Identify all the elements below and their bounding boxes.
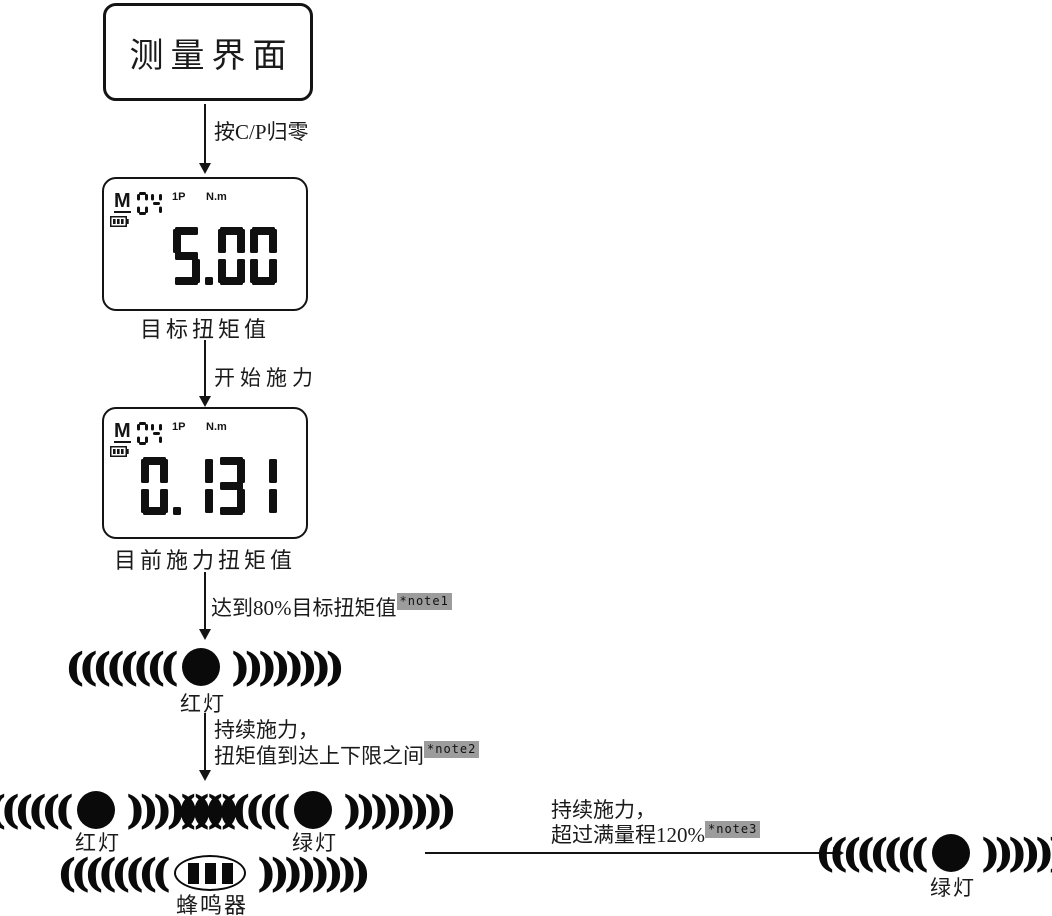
sound-wave-left-icon: (((((((( [177,788,290,832]
buzzer-bar [221,862,233,884]
arrow-down-1-line [204,104,206,164]
arrow-label-limits-line1: 持续施力， [214,718,319,742]
arrow-down-3-line [204,572,206,630]
sound-wave-left-icon: (((((((( [57,851,170,895]
lcd-panel-current: M 1P N.m [102,407,308,539]
lcd-panel-target: M 1P N.m [102,177,308,311]
channel-label: 1P [172,191,186,203]
arrow-down-2-head [199,396,211,407]
start-box: 测量界面 [103,3,313,101]
buzzer: (((((((( )))))))) [57,850,370,896]
arrow-label-press-cp: 按C/P归零 [214,120,309,144]
note2-badge: *note2 [424,741,480,758]
mode-digits [137,422,165,450]
red-light-2: (((((((( )))))))) [0,787,240,833]
lcd-value-current [141,457,282,520]
buzzer-label: 蜂鸣器 [175,893,248,916]
note1-badge: *note1 [396,593,452,610]
lcd-caption-current: 目前施力扭矩值 [113,548,296,573]
note3-badge: *note3 [705,821,761,838]
mode-m-indicator: M [114,190,131,213]
buzzer-icon [174,855,246,891]
channel-label: 1P [172,421,186,433]
arrow-label-overrange-line2-text: 超过满量程120% [551,823,705,847]
green-light-1: (((((((( )))))))) [177,787,456,833]
sound-wave-right-icon: )))))))) [231,645,344,689]
red-light-1: (((((((( )))))))) [65,644,344,690]
sound-wave-left-icon: (((((((( [65,645,178,689]
sound-wave-left-icon: (((((((( [815,831,928,875]
buzzer-bar [204,862,216,884]
arrow-label-80pct-text: 达到80%目标扭矩值 [211,596,397,620]
light-bulb-icon [294,791,332,829]
arrow-down-3-head [199,629,211,640]
green-light-2-label: 绿灯 [930,876,976,900]
sound-wave-left-icon: (((((((( [0,788,74,832]
arrow-label-80pct: 达到80%目标扭矩值*note1 [211,593,452,621]
mode-m-indicator: M [114,420,131,443]
green-light-2: (((((((( )))))))) [815,830,1052,876]
arrow-down-2-line [204,340,206,398]
arrow-label-limits-line2: 扭矩值到达上下限之间*note2 [214,741,480,769]
lcd-value-target [173,227,282,290]
arrow-label-overrange: 持续施力， 超过满量程120%*note3 [551,798,761,848]
arrow-right-line [425,852,835,854]
sound-wave-right-icon: )))))))) [981,831,1052,875]
arrow-right-head [833,847,844,859]
battery-icon [110,444,129,462]
arrow-down-1-head [199,163,211,174]
arrow-label-limits-line2-text: 扭矩值到达上下限之间 [214,744,424,768]
light-bulb-icon [77,791,115,829]
arrow-label-start-force: 开始施力 [214,366,318,390]
battery-icon [110,214,129,232]
arrow-label-limits: 持续施力， 扭矩值到达上下限之间*note2 [214,717,480,769]
light-bulb-icon [932,834,970,872]
sound-wave-right-icon: )))))))) [257,851,370,895]
sound-wave-right-icon: )))))))) [343,788,456,832]
arrow-label-overrange-line2: 超过满量程120%*note3 [551,821,761,848]
mode-digits [137,192,165,220]
arrow-label-overrange-line1: 持续施力， [551,798,656,822]
red-light-1-label: 红灯 [180,692,226,716]
unit-label: N.m [206,421,227,433]
lcd-caption-target: 目标扭矩值 [139,317,270,342]
green-light-1-label: 绿灯 [292,831,338,855]
arrow-down-4-line [204,713,206,771]
arrow-down-4-head [199,770,211,781]
sound-wave-right-icon: )))))))) [126,788,239,832]
start-box-label: 测量界面 [129,37,294,75]
red-light-2-label: 红灯 [75,831,121,855]
buzzer-bar [187,862,199,884]
unit-label: N.m [206,191,227,203]
light-bulb-icon [182,648,220,686]
